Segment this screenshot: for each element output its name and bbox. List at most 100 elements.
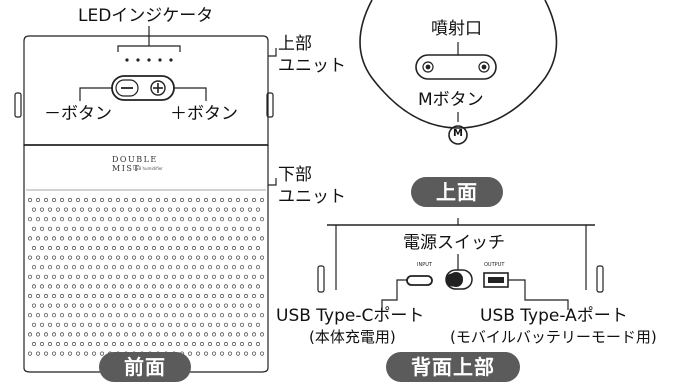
- mesh-hole: [143, 245, 149, 251]
- mesh-hole: [67, 217, 73, 222]
- mesh-hole: [139, 255, 145, 260]
- mesh-hole: [131, 332, 137, 337]
- mesh-hole: [63, 245, 69, 251]
- mesh-hole: [187, 274, 193, 279]
- mesh-hole: [111, 303, 117, 308]
- mesh-hole: [239, 245, 245, 251]
- mesh-hole: [179, 255, 185, 260]
- mesh-hole: [55, 245, 61, 251]
- upper-unit-body: [23, 35, 269, 146]
- mesh-hole: [51, 197, 57, 203]
- mesh-hole: [231, 341, 237, 347]
- mesh-hole: [67, 236, 73, 241]
- mesh-hole: [227, 313, 233, 318]
- mesh-hole: [111, 284, 117, 289]
- mesh-hole: [63, 265, 69, 270]
- mesh-hole: [107, 197, 113, 203]
- mesh-hole: [199, 322, 205, 327]
- mesh-hole: [27, 313, 33, 318]
- mesh-hole: [167, 226, 173, 231]
- mesh-hole: [247, 226, 253, 231]
- mesh-hole: [67, 332, 73, 337]
- mesh-hole: [203, 351, 209, 356]
- mesh-hole: [143, 341, 149, 347]
- mesh-hole: [239, 341, 245, 347]
- mesh-hole: [71, 341, 77, 347]
- mesh-hole: [131, 274, 137, 279]
- mesh-hole: [51, 351, 57, 356]
- mesh-hole: [135, 226, 141, 231]
- mesh-hole: [107, 332, 113, 337]
- mesh-hole: [87, 226, 93, 231]
- mesh-hole: [235, 274, 241, 279]
- mesh-hole: [127, 341, 133, 347]
- mesh-hole: [79, 245, 85, 251]
- usb-c-label: USB Type-Cポート: [276, 306, 425, 326]
- mesh-hole: [247, 341, 253, 347]
- mesh-hole: [59, 217, 65, 222]
- mesh-hole: [187, 332, 193, 337]
- mesh-hole: [207, 207, 213, 212]
- mesh-hole: [219, 274, 225, 279]
- mesh-hole: [159, 265, 165, 270]
- mesh-hole: [111, 322, 117, 327]
- mesh-hole: [223, 245, 229, 251]
- mesh-hole: [259, 293, 265, 299]
- mesh-hole: [191, 322, 197, 327]
- mesh-hole: [135, 284, 141, 289]
- mesh-hole: [187, 255, 193, 260]
- mesh-hole: [67, 351, 73, 356]
- mesh-hole: [211, 293, 217, 299]
- mesh-hole: [247, 207, 253, 212]
- mesh-hole: [83, 293, 89, 299]
- mesh-hole: [219, 313, 225, 318]
- mesh-hole: [191, 245, 197, 251]
- mesh-hole: [95, 322, 101, 327]
- mesh-hole: [59, 255, 65, 260]
- mesh-hole: [51, 236, 57, 241]
- mesh-hole: [27, 332, 33, 337]
- mesh-hole: [223, 207, 229, 212]
- mesh-hole: [195, 217, 201, 222]
- lower-unit-label-2: ユニット: [278, 187, 346, 207]
- mesh-hole: [199, 284, 205, 289]
- mesh-hole: [143, 322, 149, 327]
- mesh-hole: [203, 332, 209, 337]
- mesh-hole: [139, 197, 145, 203]
- mesh-hole: [91, 217, 97, 222]
- mesh-hole: [159, 245, 165, 251]
- mesh-hole: [147, 293, 153, 299]
- mesh-hole: [159, 226, 165, 231]
- mesh-hole: [187, 293, 193, 299]
- mesh-hole: [139, 274, 145, 279]
- mesh-hole: [95, 245, 101, 251]
- mesh-hole: [215, 322, 221, 327]
- mesh-hole: [223, 226, 229, 231]
- mesh-hole: [31, 341, 37, 347]
- mesh-hole: [47, 341, 53, 347]
- mesh-hole: [35, 313, 41, 318]
- mesh-hole: [203, 236, 209, 241]
- mesh-hole: [67, 255, 73, 260]
- mesh-hole: [27, 197, 33, 203]
- mesh-hole: [259, 197, 265, 203]
- mesh-hole: [127, 322, 133, 327]
- mesh-hole: [203, 217, 209, 222]
- mesh-hole: [167, 341, 173, 347]
- mesh-hole: [103, 303, 109, 308]
- mesh-hole: [215, 265, 221, 270]
- mesh-hole: [99, 197, 105, 203]
- mesh-hole: [115, 255, 121, 260]
- mesh-hole: [167, 265, 173, 270]
- mesh-hole: [87, 245, 93, 251]
- mesh-hole: [51, 217, 57, 222]
- mesh-hole: [207, 303, 213, 308]
- mesh-hole: [207, 284, 213, 289]
- mesh-hole: [179, 332, 185, 337]
- mesh-hole: [99, 313, 105, 318]
- mesh-hole: [171, 255, 177, 260]
- mesh-hole: [35, 217, 41, 222]
- mesh-hole: [119, 284, 125, 289]
- mesh-hole: [87, 265, 93, 270]
